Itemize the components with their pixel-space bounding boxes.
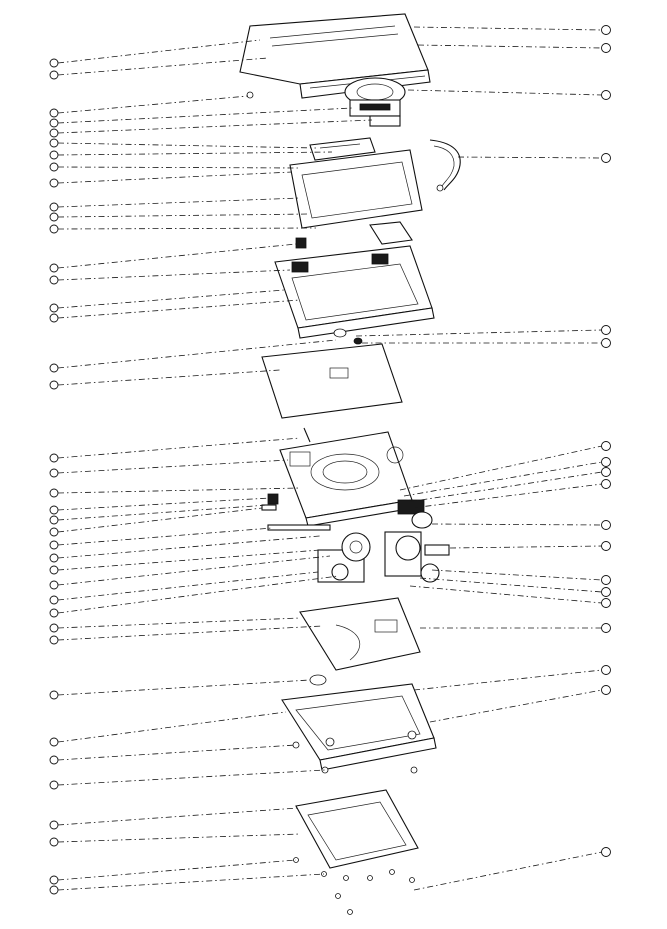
hinge-part (295, 221, 413, 249)
lower-chassis-part (281, 683, 437, 771)
screw-set (246, 91, 444, 915)
motor-assembly-part (317, 532, 371, 583)
bracket-part (309, 137, 376, 161)
disc-tray-wheel-part (344, 77, 406, 127)
mechanism-deck-part (279, 431, 415, 527)
shaft-rod-part (267, 524, 331, 531)
top-lid-part (239, 13, 431, 99)
lcd-panel-part (289, 149, 423, 229)
button-set-part (397, 499, 450, 556)
small-ring-part (309, 674, 327, 686)
upper-chassis-part (274, 245, 435, 339)
right-leader-lines (355, 26, 603, 891)
spring-part (261, 427, 311, 511)
washer-part (333, 328, 363, 345)
shield-plate-part (261, 343, 403, 419)
bottom-cover-part (295, 789, 419, 869)
left-callout-bubbles (49, 58, 59, 895)
flex-cable-part (429, 139, 461, 191)
main-pcb-part (299, 597, 421, 671)
left-leader-lines (57, 39, 373, 891)
pickup-gear-part (384, 531, 440, 583)
right-callout-bubbles (601, 25, 611, 857)
